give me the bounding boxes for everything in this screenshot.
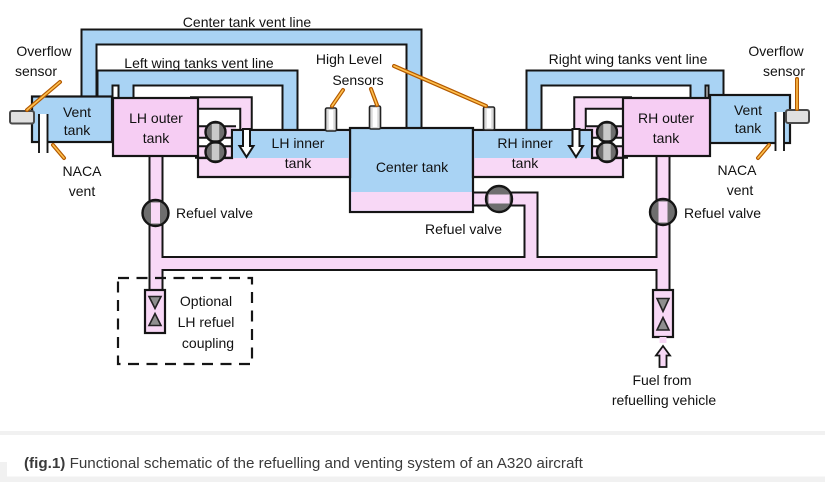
transfer-valves (204, 120, 619, 164)
refuel-valves (141, 184, 678, 228)
rh-inner-tank-label: RH inner (497, 135, 553, 151)
center-tank-fuel-strip (351, 192, 472, 211)
center-tank-vent-pipe (82, 30, 421, 129)
leader-lines (25, 64, 799, 160)
rh-refuel-coupling-icon (651, 288, 675, 368)
left-naca-tick (52, 144, 65, 159)
high-level-leader-3 (393, 65, 487, 107)
high-level-sensors-label: High Level (316, 51, 382, 67)
left-wing-vent-pipe (98, 71, 297, 131)
optional-coupling-label: coupling (182, 335, 234, 351)
valve-stripe (603, 124, 611, 140)
figure-caption-text: Functional schematic of the refuelling a… (65, 455, 583, 472)
left-overflow-sensor-icon (9, 110, 35, 125)
fuel-inlet-up-arrow-icon (654, 344, 672, 368)
labels: Center tank vent line Left wing tanks ve… (15, 14, 805, 408)
rh-inner-tank (474, 131, 591, 158)
center-vent-line-label: Center tank vent line (183, 14, 312, 30)
lh-refuel-coupling-icon (143, 288, 167, 335)
page-bottom-bar (0, 476, 825, 482)
sensor-core (328, 110, 334, 129)
page-divider (0, 431, 825, 435)
lh-outer-tank-label: tank (143, 130, 170, 146)
left-naca-vent-label: NACA (63, 163, 103, 179)
valve-stripe (488, 194, 510, 204)
fuel-inlet-label: refuelling vehicle (612, 392, 716, 408)
sensor-core (486, 109, 492, 128)
right-naca-vent-label: vent (727, 182, 754, 198)
naca-vents (38, 112, 785, 153)
high-level-sensors (324, 105, 496, 132)
lh-inner-tank-label: LH inner (272, 135, 325, 151)
optional-coupling-dashed-box (116, 276, 254, 366)
valve-stripe (151, 202, 160, 224)
right-naca-tick (757, 144, 770, 159)
up-triangle-icon (655, 315, 671, 331)
left-overflow-sensor-label: sensor (15, 63, 57, 79)
coupling-stub (659, 337, 667, 343)
center-tank-label: Center tank (376, 159, 449, 175)
lh-transfer-loop-pipe (190, 98, 251, 132)
rh-outer-tank-label: tank (653, 130, 680, 146)
right-overflow-sensor-icon (785, 109, 810, 124)
left-overflow-leader (26, 81, 61, 111)
left-overflow-sensor-label: Overflow (16, 43, 72, 59)
lh-outer-tank (111, 96, 200, 158)
optional-coupling-label: Optional (180, 293, 232, 309)
valve-stripe (603, 144, 611, 160)
high-level-sensors-label: Sensors (332, 72, 383, 88)
left-vent-tank-label: Vent (63, 104, 91, 120)
right-naca-vent-icon (775, 112, 784, 151)
lh-outer-tank-label: LH outer (129, 110, 183, 126)
fuel-inlet-label: Fuel from (632, 372, 691, 388)
figure-caption: (fig.1) Functional schematic of the refu… (24, 455, 584, 472)
high-level-leader-2 (370, 88, 378, 106)
center-refuel-valve-label: Refuel valve (425, 221, 502, 237)
lh-inner-tank (233, 131, 349, 158)
figure-caption-prefix: (fig.1) (24, 455, 65, 472)
rh-refuel-valve-label: Refuel valve (684, 205, 761, 221)
rh-outer-tank-label: RH outer (638, 110, 694, 126)
rh-outer-tank (621, 96, 712, 158)
tanks (30, 93, 792, 214)
right-wing-vent-pipe (527, 71, 723, 131)
sensor-core (372, 108, 378, 127)
rh-inlet-down-arrow-icon (567, 128, 585, 159)
down-triangle-icon (655, 297, 671, 314)
right-vent-tank-label: Vent (734, 102, 762, 118)
right-naca-vent-label: NACA (718, 162, 758, 178)
rh-transfer-loop-pipe (575, 98, 632, 132)
left-wing-vent-line-label: Left wing tanks vent line (124, 55, 274, 71)
up-triangle-icon (147, 311, 163, 327)
optional-coupling-label: LH refuel (178, 314, 235, 330)
right-wing-vent-line-label: Right wing tanks vent line (549, 51, 708, 67)
lh-inner-tank-label: tank (285, 155, 312, 171)
left-vent-tank-label: tank (64, 122, 91, 138)
valve-stripe (211, 124, 220, 140)
lh-inlet-down-arrow-icon (237, 128, 256, 159)
high-level-leader-1 (331, 89, 344, 107)
left-naca-vent-label: vent (69, 183, 96, 199)
right-overflow-sensor-label: Overflow (748, 43, 804, 59)
right-vent-tank-label: tank (735, 120, 762, 136)
page-edge (0, 462, 7, 482)
valve-stripe (211, 144, 220, 160)
valve-stripe (658, 201, 668, 223)
down-triangle-icon (147, 295, 163, 311)
left-naca-vent-icon (39, 114, 48, 153)
right-overflow-sensor-label: sensor (763, 63, 805, 79)
rh-inner-tank-label: tank (512, 155, 539, 171)
lh-refuel-valve-label: Refuel valve (176, 205, 253, 221)
